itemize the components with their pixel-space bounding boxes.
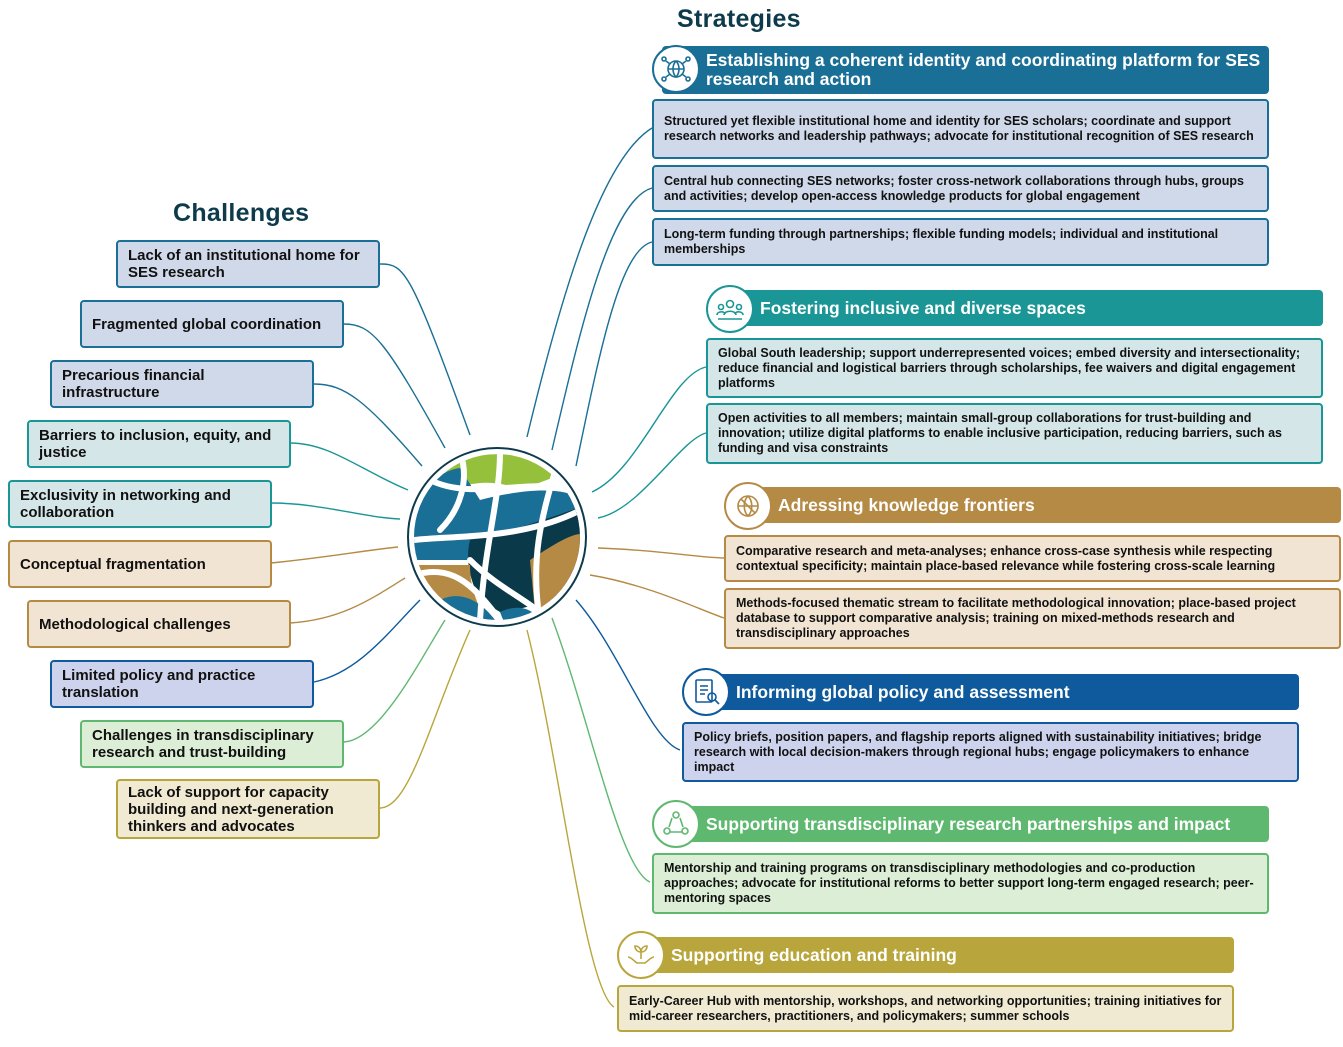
connector-strategy-2b (597, 432, 707, 519)
strategy-detail-text: Policy briefs, position papers, and flag… (694, 729, 1262, 774)
connector-challenge-9 (343, 619, 446, 743)
strategies-title: Strategies (677, 5, 801, 33)
strategy-detail: Comparative research and meta-analyses; … (724, 535, 1341, 582)
connector-strategy-1b (551, 187, 653, 451)
challenge-item: Conceptual fragmentation (8, 540, 272, 588)
strategy-detail-text: Open activities to all members; maintain… (718, 411, 1282, 455)
strategy-detail: Open activities to all members; maintain… (706, 403, 1323, 464)
challenge-label: Methodological challenges (39, 615, 231, 633)
connector-challenge-6 (270, 546, 399, 564)
strategy-detail: Central hub connecting SES networks; fos… (652, 165, 1269, 212)
connector-challenge-5 (270, 502, 401, 520)
challenge-item: Challenges in transdisciplinary research… (80, 720, 344, 768)
connector-strategy-6 (526, 629, 615, 1008)
challenge-label: Conceptual fragmentation (20, 555, 206, 573)
connector-strategy-1a (526, 127, 653, 438)
connector-strategy-1c (575, 241, 653, 467)
challenge-item: Fragmented global coordination (80, 300, 344, 348)
people-group-icon (706, 285, 754, 333)
strategy-detail: Policy briefs, position papers, and flag… (682, 722, 1299, 782)
strategy-detail: Global South leadership; support underre… (706, 338, 1323, 398)
strategy-detail-text: Comparative research and meta-analyses; … (736, 543, 1276, 573)
challenge-label: Precarious financial infrastructure (62, 367, 205, 401)
challenge-item: Exclusivity in networking and collaborat… (8, 480, 272, 528)
connector-challenge-8 (313, 599, 421, 683)
challenge-label: Limited policy and practice translation (62, 667, 256, 701)
connector-strategy-5 (551, 617, 651, 883)
connector-challenge-10 (379, 629, 471, 809)
strategy-title: Informing global policy and assessment (736, 681, 1070, 702)
connector-challenge-7 (289, 577, 406, 624)
challenge-item: Lack of support for capacity building an… (116, 779, 380, 839)
challenge-label: Challenges in transdisciplinary research… (92, 727, 314, 761)
strategy-header: Informing global policy and assessment (692, 674, 1299, 710)
connector-challenge-3 (313, 383, 423, 467)
ses-network-globe-icon (407, 447, 587, 627)
strategy-title: Adressing knowledge frontiers (778, 494, 1035, 515)
strategy-title: Supporting transdisciplinary research pa… (706, 813, 1231, 834)
strategy-title: Supporting education and training (671, 944, 957, 965)
strategy-detail-text: Mentorship and training programs on tran… (664, 861, 1254, 905)
challenge-label: Exclusivity in networking and collaborat… (20, 487, 231, 521)
strategy-header: Supporting education and training (627, 937, 1234, 973)
strategy-title: Fostering inclusive and diverse spaces (760, 297, 1086, 318)
connector-strategy-2a (591, 366, 707, 493)
strategy-header: Establishing a coherent identity and coo… (662, 46, 1269, 94)
connector-challenge-1 (379, 263, 471, 436)
strategy-header: Fostering inclusive and diverse spaces (716, 290, 1323, 326)
strategy-detail-text: Global South leadership; support underre… (718, 345, 1301, 390)
strategy-detail-text: Early-Career Hub with mentorship, worksh… (629, 993, 1222, 1023)
hands-sprout-icon (617, 931, 665, 979)
globe-network-icon (652, 45, 700, 93)
strategy-detail-text: Structured yet flexible institutional ho… (664, 114, 1254, 143)
challenge-item: Methodological challenges (27, 600, 291, 648)
challenge-item: Lack of an institutional home for SES re… (116, 240, 380, 288)
challenge-label: Barriers to inclusion, equity, and justi… (39, 427, 272, 461)
challenge-item: Limited policy and practice translation (50, 660, 314, 708)
challenge-item: Barriers to inclusion, equity, and justi… (27, 420, 291, 468)
strategy-header: Supporting transdisciplinary research pa… (662, 806, 1269, 842)
connector-challenge-4 (289, 442, 409, 491)
connector-strategy-4 (575, 599, 681, 751)
knowledge-globe-icon (724, 482, 772, 530)
policy-document-icon (682, 668, 730, 716)
connector-challenge-2 (343, 323, 446, 449)
strategy-detail: Early-Career Hub with mentorship, worksh… (617, 985, 1234, 1032)
challenge-label: Lack of an institutional home for SES re… (128, 247, 360, 281)
strategy-title: Establishing a coherent identity and coo… (706, 50, 1261, 89)
strategy-header: Adressing knowledge frontiers (734, 487, 1341, 523)
partnership-cycle-icon (652, 800, 700, 848)
strategy-detail: Mentorship and training programs on tran… (652, 853, 1269, 914)
strategy-detail: Long-term funding through partnerships; … (652, 218, 1269, 266)
strategy-detail-text: Central hub connecting SES networks; fos… (664, 173, 1244, 203)
strategy-detail-text: Methods-focused thematic stream to facil… (736, 596, 1296, 640)
challenge-label: Fragmented global coordination (92, 315, 322, 333)
strategy-detail-text: Long-term funding through partnerships; … (664, 227, 1219, 256)
connector-strategy-3a (597, 547, 725, 559)
strategy-detail: Methods-focused thematic stream to facil… (724, 588, 1341, 649)
strategy-detail: Structured yet flexible institutional ho… (652, 99, 1269, 159)
connector-strategy-3b (589, 574, 725, 619)
challenges-title: Challenges (173, 199, 310, 227)
challenge-item: Precarious financial infrastructure (50, 360, 314, 408)
challenge-label: Lack of support for capacity building an… (128, 783, 334, 835)
